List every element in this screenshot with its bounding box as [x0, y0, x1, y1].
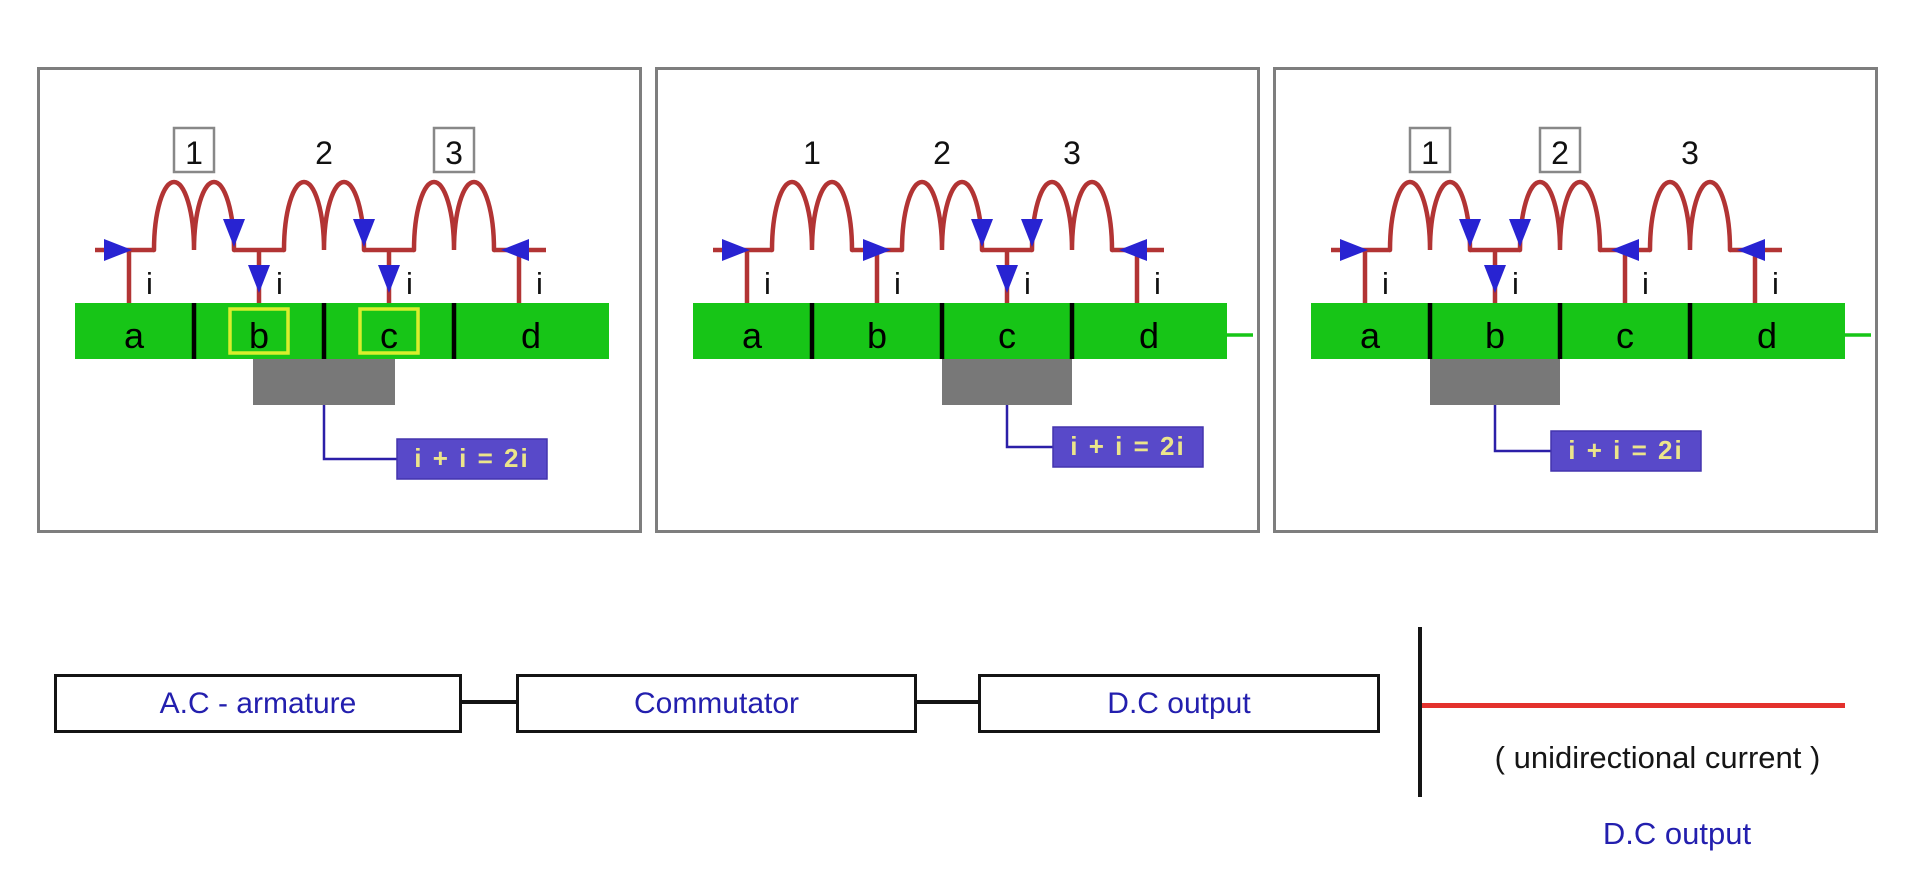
coil-number-box [432, 126, 476, 174]
segment-letter: c [998, 315, 1016, 356]
segment-letter: c [1616, 315, 1634, 356]
coil-arc [1647, 179, 1733, 253]
current-label: i [894, 266, 901, 301]
sum-label-box [1550, 430, 1702, 472]
coil-arc [769, 179, 855, 253]
flow-connector [917, 700, 978, 704]
current-label: i [1024, 266, 1031, 301]
unidirectional-current-note: ( unidirectional current ) [1494, 740, 1821, 775]
segment-letter: b [249, 315, 269, 356]
segment-letter: d [1757, 315, 1777, 356]
coil-number: 2 [315, 135, 333, 171]
commutator-bar [75, 303, 609, 359]
segment-letter: a [124, 315, 145, 356]
coil-number: 1 [185, 135, 203, 171]
current-label: i [536, 266, 543, 301]
coil-arc [281, 179, 367, 253]
current-arrow-icon [1484, 265, 1506, 293]
segment-highlight-box [228, 307, 290, 355]
coil-number-box [1408, 126, 1452, 174]
sum-label: i + i = 2i [1070, 431, 1185, 461]
current-label: i [276, 266, 283, 301]
coil-arc [1517, 179, 1603, 253]
segment-letter: d [521, 315, 541, 356]
current-arrow-icon [1509, 219, 1531, 247]
coil-number: 3 [445, 135, 463, 171]
brush [1430, 359, 1560, 405]
current-arrow-icon [996, 265, 1018, 293]
current-arrow-icon [1119, 239, 1147, 261]
coil-arc [411, 179, 497, 253]
current-arrow-icon [722, 239, 750, 261]
current-arrow-icon [223, 219, 245, 247]
brush [942, 359, 1072, 405]
dc-current-line [1422, 703, 1845, 708]
commutator-bar [693, 303, 1227, 359]
flow-box-dc-output: D.C output [978, 674, 1380, 733]
segment-letter: a [1360, 315, 1381, 356]
segment-letter: d [1139, 315, 1159, 356]
flow-box-commutator: Commutator [516, 674, 917, 733]
segment-letter: a [742, 315, 763, 356]
current-arrow-icon [248, 265, 270, 293]
label-connector [1493, 405, 1551, 453]
current-arrow-icon [1737, 239, 1765, 261]
coil-number: 1 [1421, 135, 1439, 171]
coil-arc [1029, 179, 1115, 253]
label-connector [322, 405, 397, 461]
current-arrow-icon [1459, 219, 1481, 247]
dc-output-label: D.C output [1602, 816, 1752, 851]
current-arrow-icon [104, 239, 132, 261]
brush [253, 359, 395, 405]
current-arrow-icon [1021, 219, 1043, 247]
coil-number: 2 [933, 135, 951, 171]
coil-number: 3 [1681, 135, 1699, 171]
current-label: i [1642, 266, 1649, 301]
coil-arc [899, 179, 985, 253]
segment-letter: b [867, 315, 887, 356]
coil-number: 2 [1551, 135, 1569, 171]
current-arrow-icon [863, 239, 891, 261]
coil-number-box [1538, 126, 1582, 174]
current-label: i [764, 266, 771, 301]
flow-box-ac-armature: A.C - armature [54, 674, 462, 733]
segment-letter: c [380, 315, 398, 356]
current-label: i [1382, 266, 1389, 301]
coil-number-box [172, 126, 216, 174]
segment-letter: b [1485, 315, 1505, 356]
current-label: i [406, 266, 413, 301]
current-arrow-icon [971, 219, 993, 247]
graph-y-axis [1418, 627, 1422, 797]
sum-label-box [1052, 426, 1204, 468]
flow-connector [462, 700, 516, 704]
coil-arc [151, 179, 237, 253]
current-label: i [1154, 266, 1161, 301]
current-arrow-icon [353, 219, 375, 247]
current-arrow-icon [501, 239, 529, 261]
sum-label-box [396, 438, 548, 480]
commutator-bar [1311, 303, 1845, 359]
sum-label: i + i = 2i [414, 443, 529, 473]
current-label: i [1512, 266, 1519, 301]
current-arrow-icon [378, 265, 400, 293]
label-connector [1005, 405, 1053, 449]
segment-highlight-box [358, 307, 420, 355]
current-label: i [1772, 266, 1779, 301]
current-label: i [146, 266, 153, 301]
current-arrow-icon [1340, 239, 1368, 261]
coil-number: 3 [1063, 135, 1081, 171]
sum-label: i + i = 2i [1568, 435, 1683, 465]
coil-arc [1387, 179, 1473, 253]
coil-number: 1 [803, 135, 821, 171]
current-arrow-icon [1611, 239, 1639, 261]
